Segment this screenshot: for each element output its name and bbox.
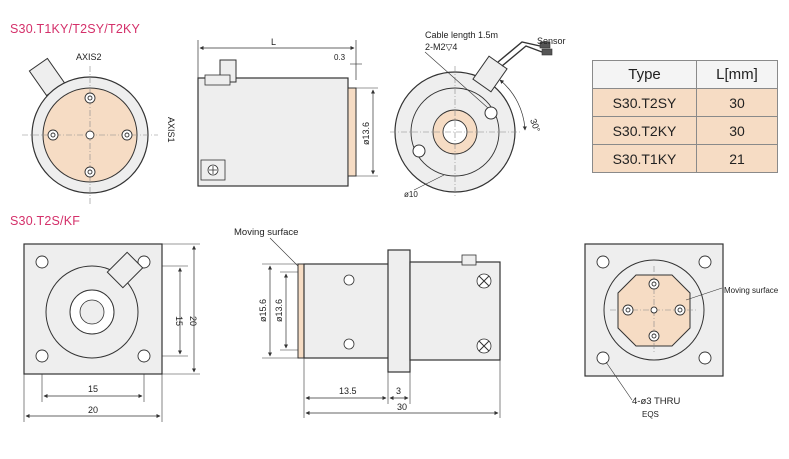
label-eqs: EQS [642,410,659,419]
dim-3: 3 [396,386,401,396]
top-side-view: L 0.3 ø13.6 [197,37,378,187]
dim-phi-15-6: ø15.6 [258,299,268,322]
dim-angle-30: 30° [528,117,542,134]
table-header-length: L[mm] [696,60,778,89]
table-row: S30.T2SY 30 [592,88,778,117]
table-cell-type: S30.T2KY [592,116,697,145]
table-header-type: Type [592,60,697,89]
dim-15-horizontal: 15 [88,384,98,394]
dim-0-3: 0.3 [334,53,346,62]
dim-30: 30 [397,402,407,412]
label-moving-surface: Moving surface [234,227,298,238]
table-cell-type: S30.T1KY [592,144,697,173]
top-rear-view: 30° Cable length 1.5m 2-M2▽4 Sensor ø10 [390,30,566,199]
dim-length-L: L [271,37,276,47]
label-sensor: Sensor [537,36,566,46]
dim-20-vertical: 20 [188,316,198,326]
label-screw: 2-M2▽4 [425,42,457,52]
table-header-row: Type L[mm] [592,60,778,89]
bottom-side-view: Moving surface ø15.6 ø13.6 [234,227,501,418]
table-row: S30.T2KY 30 [592,116,778,145]
dim-phi-13-6-bottom: ø13.6 [274,299,284,322]
label-moving-surface-right: Moving surface [724,286,779,295]
bottom-rear-view: Moving surface 4-ø3 THRU EQS [584,243,779,419]
dim-13-5: 13.5 [339,386,357,396]
dim-phi-13-6-top: ø13.6 [361,122,371,145]
table-row: S30.T1KY 21 [592,144,778,173]
bottom-front-view: 15 20 15 20 [23,243,200,422]
table-cell-length: 30 [696,116,778,145]
table-cell-type: S30.T2SY [592,88,697,117]
table-cell-length: 30 [696,88,778,117]
label-axis2: AXIS2 [76,52,102,62]
dim-15-vertical: 15 [174,316,184,326]
section-title-bottom: S30.T2S/KF [10,214,81,228]
label-cable-length: Cable length 1.5m [425,30,498,40]
dim-20-horizontal: 20 [88,405,98,415]
label-axis1: AXIS1 [166,117,176,143]
label-holes: 4-ø3 THRU [632,396,681,407]
top-front-view: AXIS2 AXIS1 [22,52,176,204]
spec-table: Type L[mm] S30.T2SY 30 S30.T2KY 30 S30.T… [592,60,778,173]
section-title-top: S30.T1KY/T2SY/T2KY [10,22,141,36]
table-cell-length: 21 [696,144,778,173]
dim-phi-10: ø10 [404,190,418,199]
